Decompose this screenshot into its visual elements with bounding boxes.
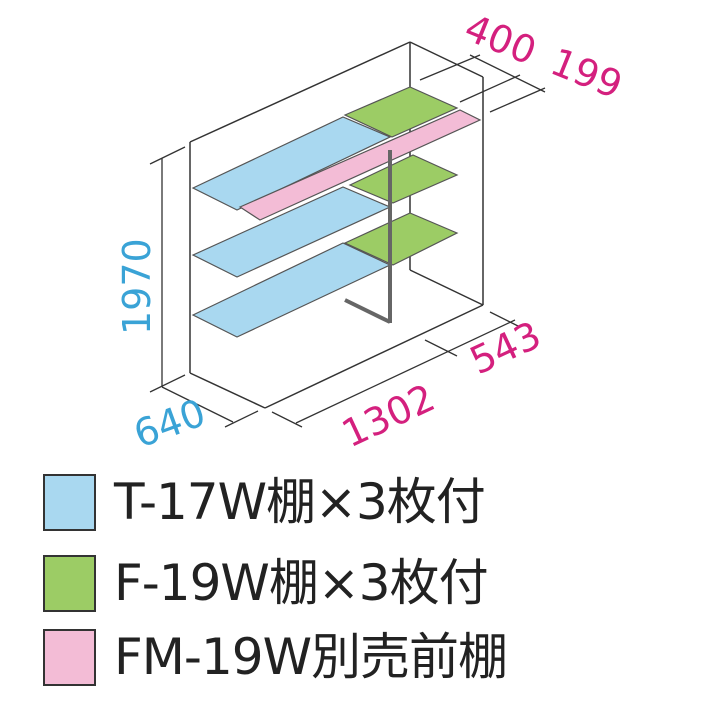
dim-width: 1302 — [335, 375, 441, 456]
green-swatch — [43, 554, 96, 612]
green-shelf-top — [343, 86, 459, 138]
legend-item-green: F-19W棚×3枚付 — [43, 554, 489, 612]
dim-front-shelf-depth: 199 — [545, 40, 629, 108]
dim-width-extra: 543 — [463, 313, 547, 384]
legend-label: F-19W棚×3枚付 — [114, 554, 489, 612]
cabinet-frame — [189, 41, 484, 409]
dim-depth: 640 — [128, 390, 211, 456]
legend-item-blue: T-17W棚×3枚付 — [43, 473, 486, 531]
legend-label: T-17W棚×3枚付 — [114, 473, 486, 531]
pink-swatch — [43, 628, 96, 686]
blue-swatch — [43, 473, 96, 531]
dimension-lines — [149, 54, 546, 428]
support-post — [344, 150, 392, 324]
legend-item-pink: FM-19W別売前棚 — [43, 628, 508, 686]
pink-front-shelf — [238, 109, 482, 221]
blue-shelf-top — [191, 116, 392, 211]
legend-label: FM-19W別売前棚 — [114, 628, 508, 686]
shelves — [191, 86, 482, 338]
dim-height: 1970 — [115, 238, 159, 335]
dim-shelf-depth: 400 — [459, 6, 543, 74]
